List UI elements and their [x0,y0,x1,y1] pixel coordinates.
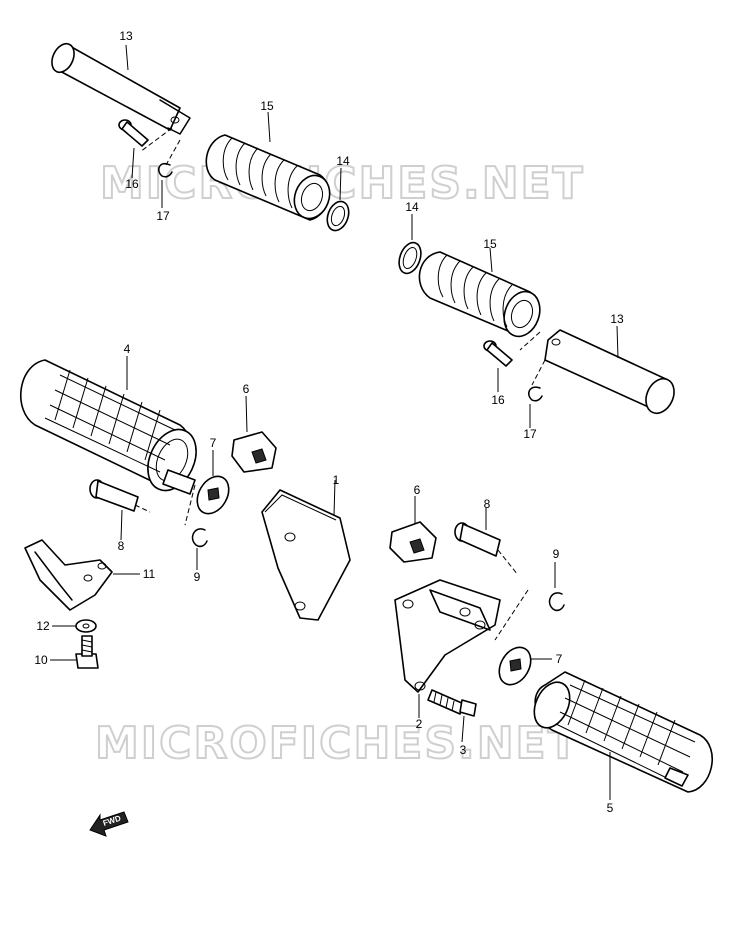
pivot-pin-8-left [89,479,139,512]
callout-5: 5 [607,801,614,815]
callout-4: 4 [124,342,131,356]
callout-16-upper: 16 [125,177,139,191]
pillion-peg-tube-left [51,42,191,135]
spacer-6-right [389,521,437,563]
clevis-pin-16-right [483,340,513,367]
callout-1: 1 [333,473,340,487]
callout-17-upper: 17 [156,209,170,223]
callout-16-right: 16 [491,393,505,407]
callout-10: 11 [143,567,156,581]
callout-9-left: 9 [194,570,201,584]
callout-6-right: 6 [414,483,421,497]
footrest-bracket-2 [394,579,501,693]
peg-shaft-4 [162,469,196,495]
pivot-pin-8-right [454,522,501,557]
footrest-bracket-1 [261,489,351,621]
clip-17-left [158,163,173,178]
callout-14-right: 14 [405,200,419,214]
callout-8-left: 8 [118,539,125,553]
bolt-3 [427,689,477,717]
callout-15-right: 15 [483,237,497,251]
callout-8-right: 8 [484,497,491,511]
clip-9-right [548,592,565,612]
callout-14-upper: 14 [336,154,350,168]
callout-12: 12 [36,619,50,633]
callout-11: 10 [34,653,48,667]
spacer-6-left [231,431,277,473]
callout-6-left: 6 [243,382,250,396]
bracket-10 [24,539,113,611]
rubber-grip-15-upper [205,134,331,221]
callout-3: 3 [460,743,467,757]
washer-14-upper [326,200,350,232]
clip-9-left [191,528,208,548]
forward-direction-arrow-icon: FWD [89,811,129,837]
footpeg-5 [533,671,713,793]
callout-13-upper: 13 [119,29,133,43]
callout-13-right: 13 [610,312,624,326]
callout-17-right: 17 [523,427,537,441]
washer-12 [75,619,97,633]
washer-14-right [398,241,422,275]
callout-2: 2 [416,717,423,731]
callout-15-upper: 15 [260,99,274,113]
clip-17-right [528,386,543,402]
plate-washer-7-left [196,475,230,515]
bolt-11 [75,635,99,669]
callout-9-right: 9 [553,547,560,561]
pillion-peg-tube-right [544,329,675,415]
callout-7-left: 7 [210,436,217,450]
rubber-grip-15-right [418,251,541,338]
plate-washer-7-right [498,646,532,686]
clevis-pin-16-left [118,119,149,147]
watermark-lower: MICROFICHES.NET [95,718,580,769]
callout-7-right: 7 [556,652,563,666]
